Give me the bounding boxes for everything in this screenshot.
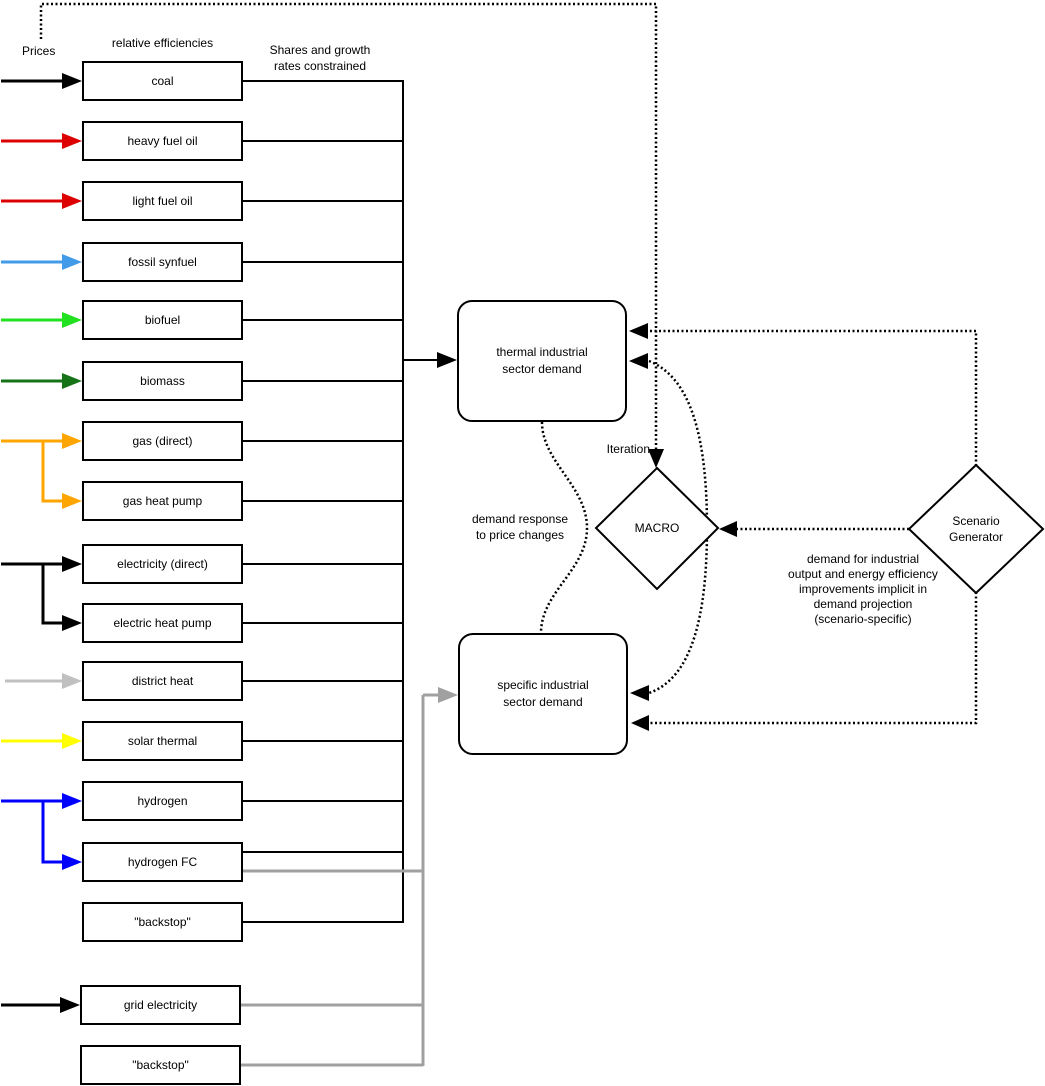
- fuel-box-biomass: biomass: [82, 361, 243, 401]
- price-arrow-coal-head: [62, 73, 82, 89]
- fuel-label-biomass: biomass: [140, 374, 185, 388]
- price-arrow-electric-heat-pump-head: [62, 615, 82, 631]
- price-arrow-fossil-synfuel-head: [62, 254, 82, 270]
- fuel-label-backstop-1: "backstop": [134, 915, 191, 929]
- fuel-box-backstop-2: "backstop": [80, 1045, 241, 1085]
- fuel-label-district-heat: district heat: [131, 674, 194, 688]
- relative-efficiencies-label: relative efficiencies: [111, 36, 214, 50]
- macro-to-thermal-arrow-head: [629, 353, 648, 369]
- fuel-label-hydrogen: hydrogen: [137, 794, 188, 808]
- macro-diamond: [594, 466, 720, 591]
- fuel-box-fossil-synfuel: fossil synfuel: [82, 242, 243, 282]
- price-branch-electric-heat-pump: [41, 564, 64, 625]
- fuel-label-heavy-fuel-oil: heavy fuel oil: [127, 134, 198, 148]
- iteration-label: Iteration: [606, 442, 650, 456]
- fuel-box-electric-heat-pump: electric heat pump: [82, 603, 243, 643]
- fuel-box-grid-electricity: grid electricity: [80, 985, 241, 1025]
- scenario-note-label: demand for industrial output and energy …: [788, 552, 938, 626]
- thermal-demand-node: thermal industrial sector demand: [457, 300, 627, 422]
- scenario-to-thermal-arrow-head: [629, 323, 648, 339]
- price-arrow-heavy-fuel-oil-head: [62, 133, 82, 149]
- bus-to-thermal-arrow-head: [437, 352, 457, 368]
- fuel-label-electric-heat-pump: electric heat pump: [113, 616, 212, 630]
- fuel-box-backstop-1: "backstop": [82, 902, 243, 942]
- fuel-label-light-fuel-oil: light fuel oil: [132, 194, 193, 208]
- price-arrow-biomass-head: [62, 373, 82, 389]
- fuel-label-solar-thermal: solar thermal: [127, 734, 198, 748]
- iteration-arrow-head: [648, 449, 664, 468]
- fuel-label-fossil-synfuel: fossil synfuel: [128, 255, 197, 269]
- fuel-box-district-heat: district heat: [82, 661, 243, 701]
- scenario-generator-label: Scenario Generator: [948, 514, 1004, 544]
- prices-label: Prices: [22, 44, 56, 58]
- fuel-box-hydrogen: hydrogen: [82, 781, 243, 821]
- macro-to-specific-arrow-head: [630, 685, 649, 701]
- price-arrow-hydrogen-fc-head: [62, 854, 82, 870]
- price-arrow-gas-head: [62, 433, 82, 449]
- scenario-to-macro-arrow-head: [719, 521, 737, 537]
- price-arrow-solar-thermal-head: [62, 733, 82, 749]
- scenario-to-thermal-dotted-line: [649, 329, 978, 466]
- fuel-label-biofuel: biofuel: [144, 313, 181, 327]
- price-arrow-hydrogen-head: [62, 793, 82, 809]
- fuel-label-gas-direct: gas (direct): [132, 434, 193, 448]
- price-branch-gas-heat-pump: [41, 441, 64, 503]
- fuel-box-electricity-direct: electricity (direct): [82, 544, 243, 584]
- fuel-label-coal: coal: [151, 74, 174, 88]
- price-arrow-electricity-head: [62, 556, 82, 572]
- shares-constraint-label: Shares and growth rates constrained: [269, 43, 371, 73]
- fuel-box-biofuel: biofuel: [82, 300, 243, 340]
- price-branch-hydrogen-fc: [41, 801, 64, 864]
- fuel-label-gas-heat-pump: gas heat pump: [122, 494, 203, 508]
- fuel-box-light-fuel-oil: light fuel oil: [82, 181, 243, 221]
- price-arrow-gas-heat-pump-head: [62, 493, 82, 509]
- fuel-label-backstop-2: "backstop": [132, 1058, 189, 1072]
- macro-to-prices-dotted-line: [39, 2, 658, 452]
- scenario-to-specific-dotted-line: [650, 592, 978, 725]
- fuel-box-coal: coal: [82, 61, 243, 101]
- demand-to-macro-left-arc: [539, 421, 589, 634]
- fuel-box-gas-direct: gas (direct): [82, 421, 243, 461]
- macro-label: MACRO: [634, 521, 680, 535]
- scenario-generator-diamond: [907, 463, 1045, 595]
- price-arrow-district-heat-head: [62, 673, 82, 689]
- fuel-label-hydrogen-fc: hydrogen FC: [127, 855, 198, 869]
- price-arrow-light-fuel-oil-head: [62, 193, 82, 209]
- gray-bus-to-specific-arrow-head: [438, 687, 458, 703]
- scenario-to-specific-arrow-head: [631, 715, 649, 731]
- fuel-box-solar-thermal: solar thermal: [82, 721, 243, 761]
- fuel-box-hydrogen-fc: hydrogen FC: [82, 842, 243, 882]
- specific-demand-node: specific industrial sector demand: [458, 633, 628, 755]
- price-arrow-biofuel-head: [62, 312, 82, 328]
- thermal-demand-label: thermal industrial sector demand: [496, 345, 588, 376]
- fuel-label-electricity-direct: electricity (direct): [117, 557, 208, 571]
- specific-demand-label: specific industrial sector demand: [497, 678, 589, 709]
- fuel-box-heavy-fuel-oil: heavy fuel oil: [82, 121, 243, 161]
- fuel-label-grid-electricity: grid electricity: [123, 998, 198, 1012]
- demand-response-label: demand response to price changes: [471, 512, 569, 542]
- price-arrow-grid-electricity-head: [60, 997, 80, 1013]
- fuel-box-gas-heat-pump: gas heat pump: [82, 481, 243, 521]
